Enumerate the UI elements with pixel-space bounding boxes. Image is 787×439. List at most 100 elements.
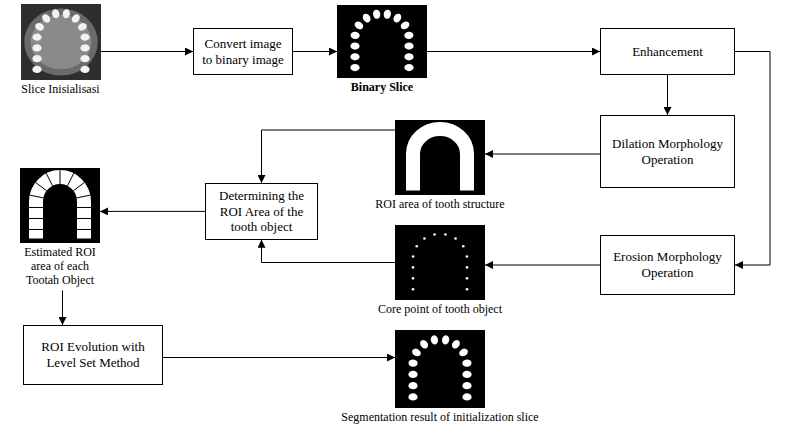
- tooth: [80, 55, 89, 62]
- slice-background: [395, 225, 485, 300]
- tooth: [408, 371, 417, 378]
- slice-background: [395, 120, 485, 195]
- flow-arrow: [427, 51, 600, 52]
- tooth: [462, 359, 472, 367]
- roi-divider: [35, 182, 46, 190]
- roi-divider: [67, 173, 73, 185]
- slice-image: [21, 4, 101, 80]
- tooth: [51, 8, 60, 19]
- ct-head: [30, 15, 91, 70]
- core-point: [433, 233, 436, 236]
- image-caption: Slice Inisialisasi: [3, 83, 118, 97]
- tooth: [383, 9, 392, 19]
- box-label: Dilation Morphology Operation: [607, 136, 728, 167]
- core-point: [412, 277, 415, 280]
- roi-divider: [46, 173, 52, 185]
- flow-arrow: [485, 265, 600, 266]
- flow-arrow: [735, 52, 770, 266]
- tooth: [404, 64, 413, 71]
- slice-image: [395, 225, 485, 300]
- tooth-roi: [413, 129, 467, 191]
- tooth: [361, 12, 372, 24]
- tooth: [458, 347, 470, 358]
- tooth: [32, 55, 41, 62]
- core-point: [423, 237, 426, 240]
- flow-arrow: [485, 154, 600, 155]
- tooth: [462, 393, 471, 400]
- image-node: ROI area of tooth structure: [365, 120, 515, 212]
- roi-divider: [29, 218, 43, 219]
- core-point: [466, 266, 469, 269]
- tooth: [392, 12, 403, 24]
- core-point: [454, 237, 457, 240]
- tooth: [441, 335, 450, 345]
- box-label: Determining the ROI Area of the tooth ob…: [212, 188, 311, 235]
- roi-divider: [59, 170, 60, 184]
- process-box: ROI Evolution with Level Set Method: [23, 325, 163, 385]
- tooth: [404, 53, 413, 60]
- process-box: Determining the ROI Area of the tooth ob…: [205, 183, 318, 240]
- core-point: [462, 245, 465, 248]
- tooth: [419, 338, 430, 350]
- roi-divider: [77, 218, 91, 219]
- process-box: Dilation Morphology Operation: [600, 115, 735, 188]
- roi-divider: [77, 195, 91, 198]
- slice-background: [395, 330, 485, 408]
- tooth: [80, 33, 89, 41]
- image-node: Core point of tooth object: [360, 225, 520, 317]
- process-box: Enhancement: [600, 28, 735, 75]
- flow-arrow: [293, 51, 337, 52]
- core-point: [466, 255, 469, 258]
- tooth: [462, 371, 471, 378]
- box-label: Convert image to binary image: [200, 36, 286, 67]
- tooth: [33, 22, 44, 32]
- process-box: Convert image to binary image: [193, 28, 293, 75]
- image-node: Slice Inisialisasi: [3, 4, 118, 97]
- tooth: [61, 8, 70, 19]
- tooth: [350, 31, 360, 39]
- image-caption: Binary Slice: [332, 81, 432, 95]
- image-caption: Estimated ROI area of each Tootah Object: [18, 246, 102, 287]
- tooth: [32, 44, 41, 51]
- flow-arrow: [101, 51, 194, 52]
- slice-image: [20, 168, 100, 243]
- flow-arrow: [262, 240, 396, 263]
- tooth: [80, 66, 89, 73]
- tooth: [350, 53, 359, 60]
- tooth: [399, 20, 411, 31]
- process-box: Erosion Morphology Operation: [600, 235, 735, 295]
- image-node: Binary Slice: [332, 5, 432, 95]
- image-node: Estimated ROI area of each Tootah Object: [18, 168, 102, 287]
- core-point: [415, 245, 418, 248]
- tooth: [430, 335, 439, 345]
- roi-divider: [29, 229, 43, 230]
- flow-arrow: [100, 211, 205, 212]
- tooth-roi: [36, 177, 84, 239]
- tooth: [408, 359, 418, 367]
- flow-arrow: [667, 75, 668, 115]
- roi-divider: [77, 229, 91, 230]
- slice-background: [20, 168, 100, 243]
- tooth: [372, 9, 381, 19]
- tooth: [40, 13, 51, 25]
- core-point: [466, 277, 469, 280]
- core-point: [444, 233, 447, 236]
- core-point: [466, 288, 469, 291]
- core-point: [412, 266, 415, 269]
- slice-image: [395, 120, 485, 195]
- image-caption: Segmentation result of initialization sl…: [305, 411, 575, 425]
- slice-image: [395, 330, 485, 408]
- ct-background: [21, 4, 101, 80]
- tooth: [404, 42, 413, 49]
- box-label: Enhancement: [632, 44, 703, 60]
- image-caption: ROI area of tooth structure: [365, 198, 515, 212]
- tooth: [353, 20, 365, 31]
- tooth: [404, 31, 414, 39]
- roi-divider: [73, 182, 84, 190]
- tooth: [32, 66, 41, 73]
- tooth: [80, 44, 89, 51]
- roi-divider: [77, 207, 91, 208]
- tooth: [462, 382, 471, 389]
- image-caption: Core point of tooth object: [360, 303, 520, 317]
- flow-arrow: [262, 130, 396, 183]
